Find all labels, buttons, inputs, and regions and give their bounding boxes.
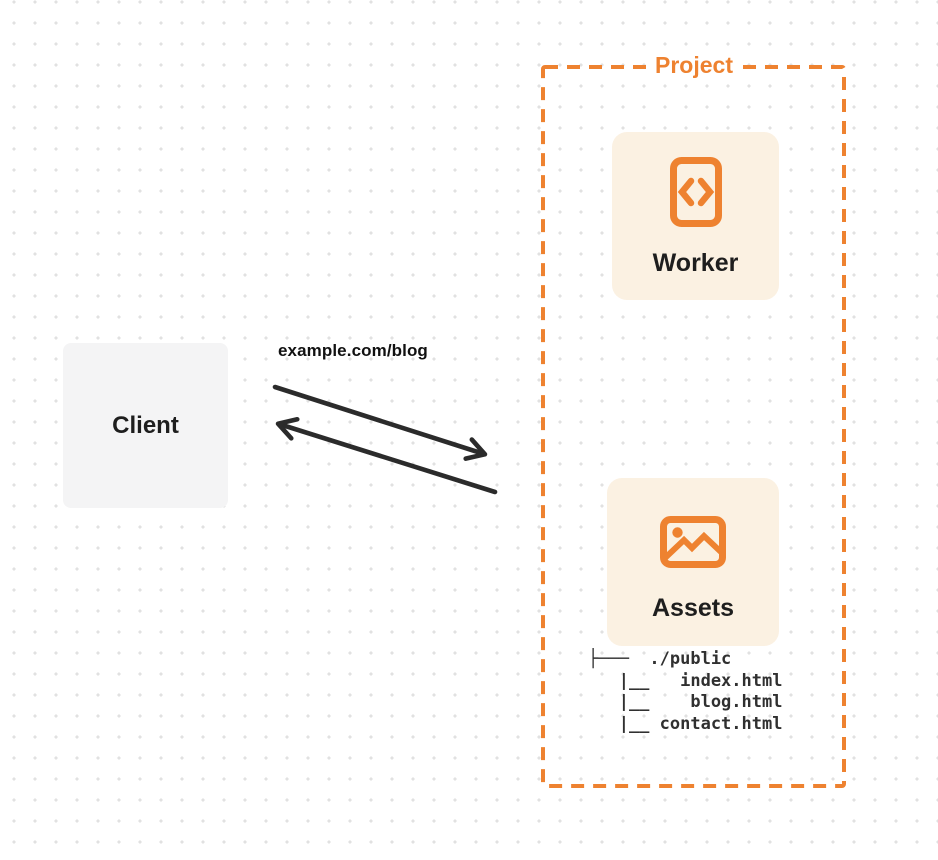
request-response-arrows bbox=[272, 384, 498, 495]
response-arrow bbox=[275, 416, 498, 495]
project-boundary bbox=[541, 65, 846, 788]
request-url-label: example.com/blog bbox=[278, 341, 428, 360]
file-tree-root: ├─── ./public bbox=[588, 649, 732, 669]
image-icon bbox=[660, 516, 726, 568]
file-tree-item-blog: |__ blog.html bbox=[588, 692, 783, 712]
file-tree: ├─── ./public |__ index.html |__ blog.ht… bbox=[588, 649, 782, 735]
client-node: Client bbox=[63, 343, 228, 508]
file-tree-item-contact: |__ contact.html bbox=[588, 713, 783, 734]
worker-label: Worker bbox=[652, 249, 739, 277]
assets-label: Assets bbox=[652, 594, 734, 622]
file-tree-item-index: |__ index.html bbox=[588, 670, 783, 691]
worker-node: Worker bbox=[612, 132, 779, 300]
project-label: Project bbox=[650, 52, 738, 79]
assets-node: Assets bbox=[607, 478, 779, 646]
project-label-row: Project bbox=[537, 52, 851, 79]
client-label: Client bbox=[112, 411, 179, 439]
request-arrow bbox=[272, 384, 488, 461]
code-file-icon bbox=[669, 157, 722, 227]
